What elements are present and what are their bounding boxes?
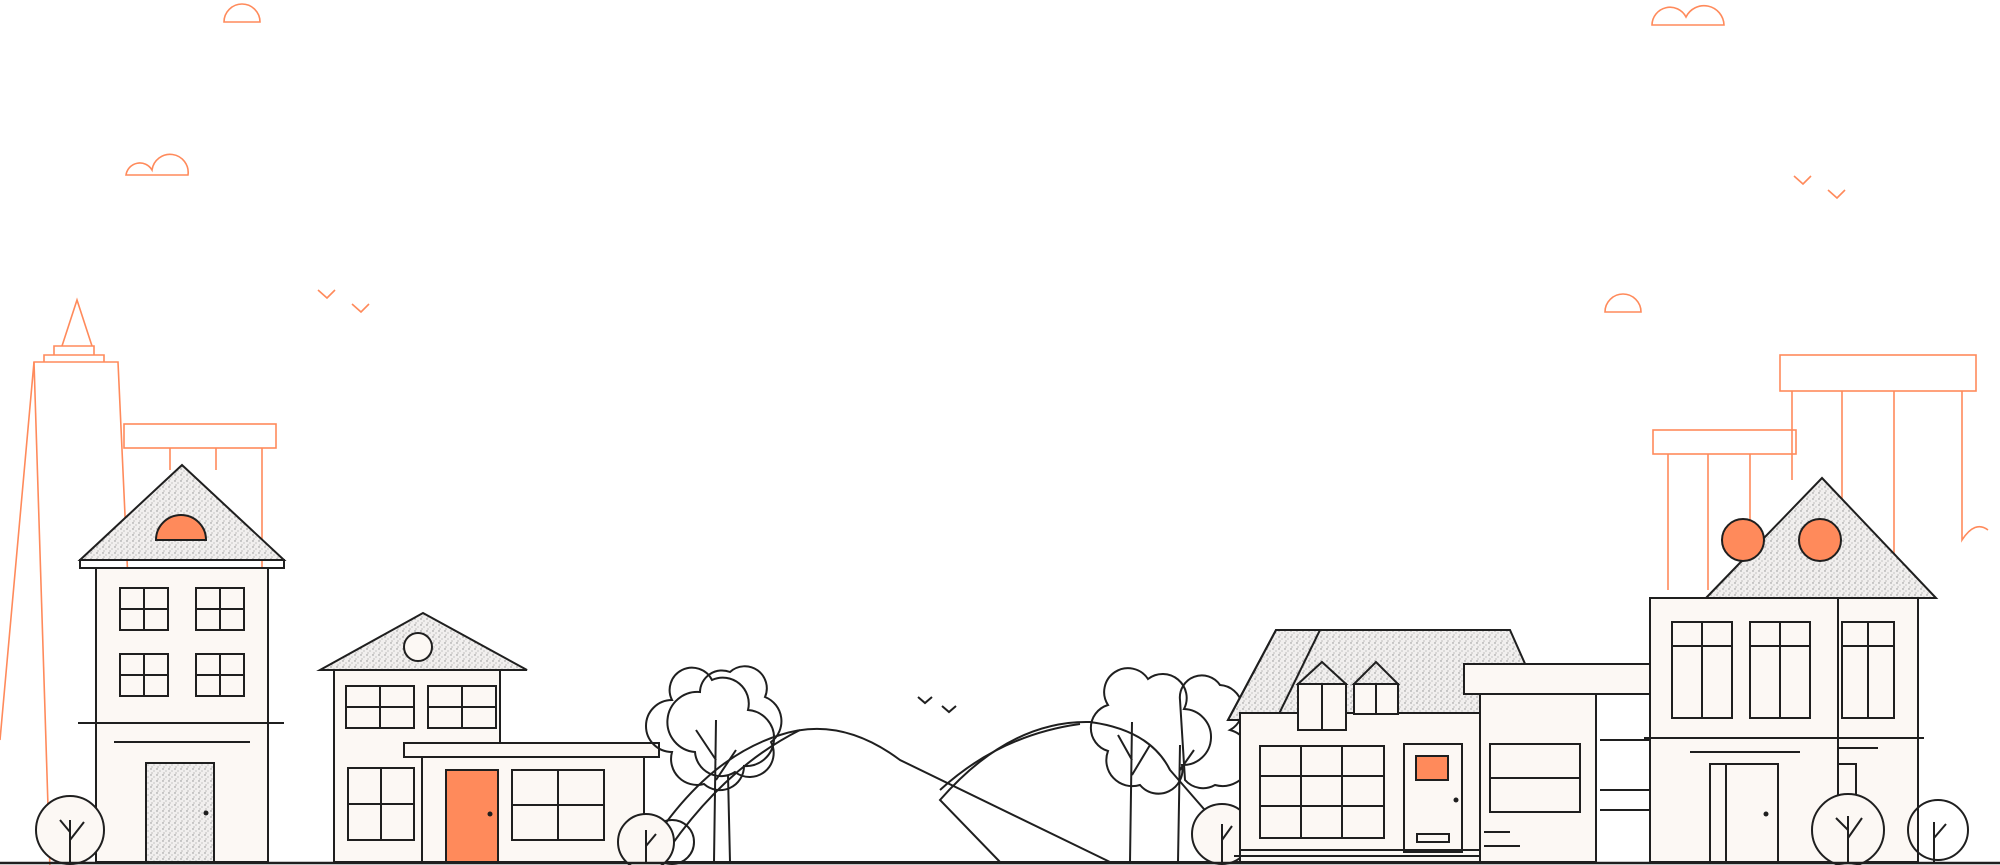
bird-icon bbox=[917, 696, 933, 705]
tree-round-small bbox=[617, 813, 695, 865]
tree-cluster-right bbox=[1089, 667, 1252, 863]
attic-window bbox=[1721, 518, 1765, 562]
clouds bbox=[125, 3, 1725, 313]
house-right bbox=[1644, 476, 1939, 863]
front-door bbox=[145, 762, 215, 863]
bird-icon bbox=[1827, 189, 1846, 200]
attic-window bbox=[154, 514, 208, 541]
skyscraper-right bbox=[1652, 354, 1989, 590]
tree-cluster-left bbox=[645, 665, 783, 863]
tree-round-small bbox=[35, 795, 105, 865]
house-modern bbox=[1226, 629, 1657, 863]
hills bbox=[638, 720, 1253, 863]
bird-icon bbox=[317, 289, 336, 300]
bird-icon bbox=[941, 705, 957, 714]
tree-round-small bbox=[1811, 793, 1885, 865]
door-window bbox=[1415, 755, 1449, 781]
bird-icon bbox=[1793, 175, 1812, 186]
cloud-icon bbox=[223, 3, 261, 23]
cloud-icon bbox=[1651, 4, 1725, 26]
birds bbox=[317, 175, 1846, 714]
house-tall-left bbox=[77, 463, 287, 863]
house-garage bbox=[316, 611, 660, 863]
attic-window bbox=[1798, 518, 1842, 562]
cloud-icon bbox=[1604, 293, 1642, 313]
tree-round-small bbox=[1907, 799, 1969, 862]
bird-icon bbox=[351, 303, 370, 314]
cloud-icon bbox=[125, 153, 189, 176]
